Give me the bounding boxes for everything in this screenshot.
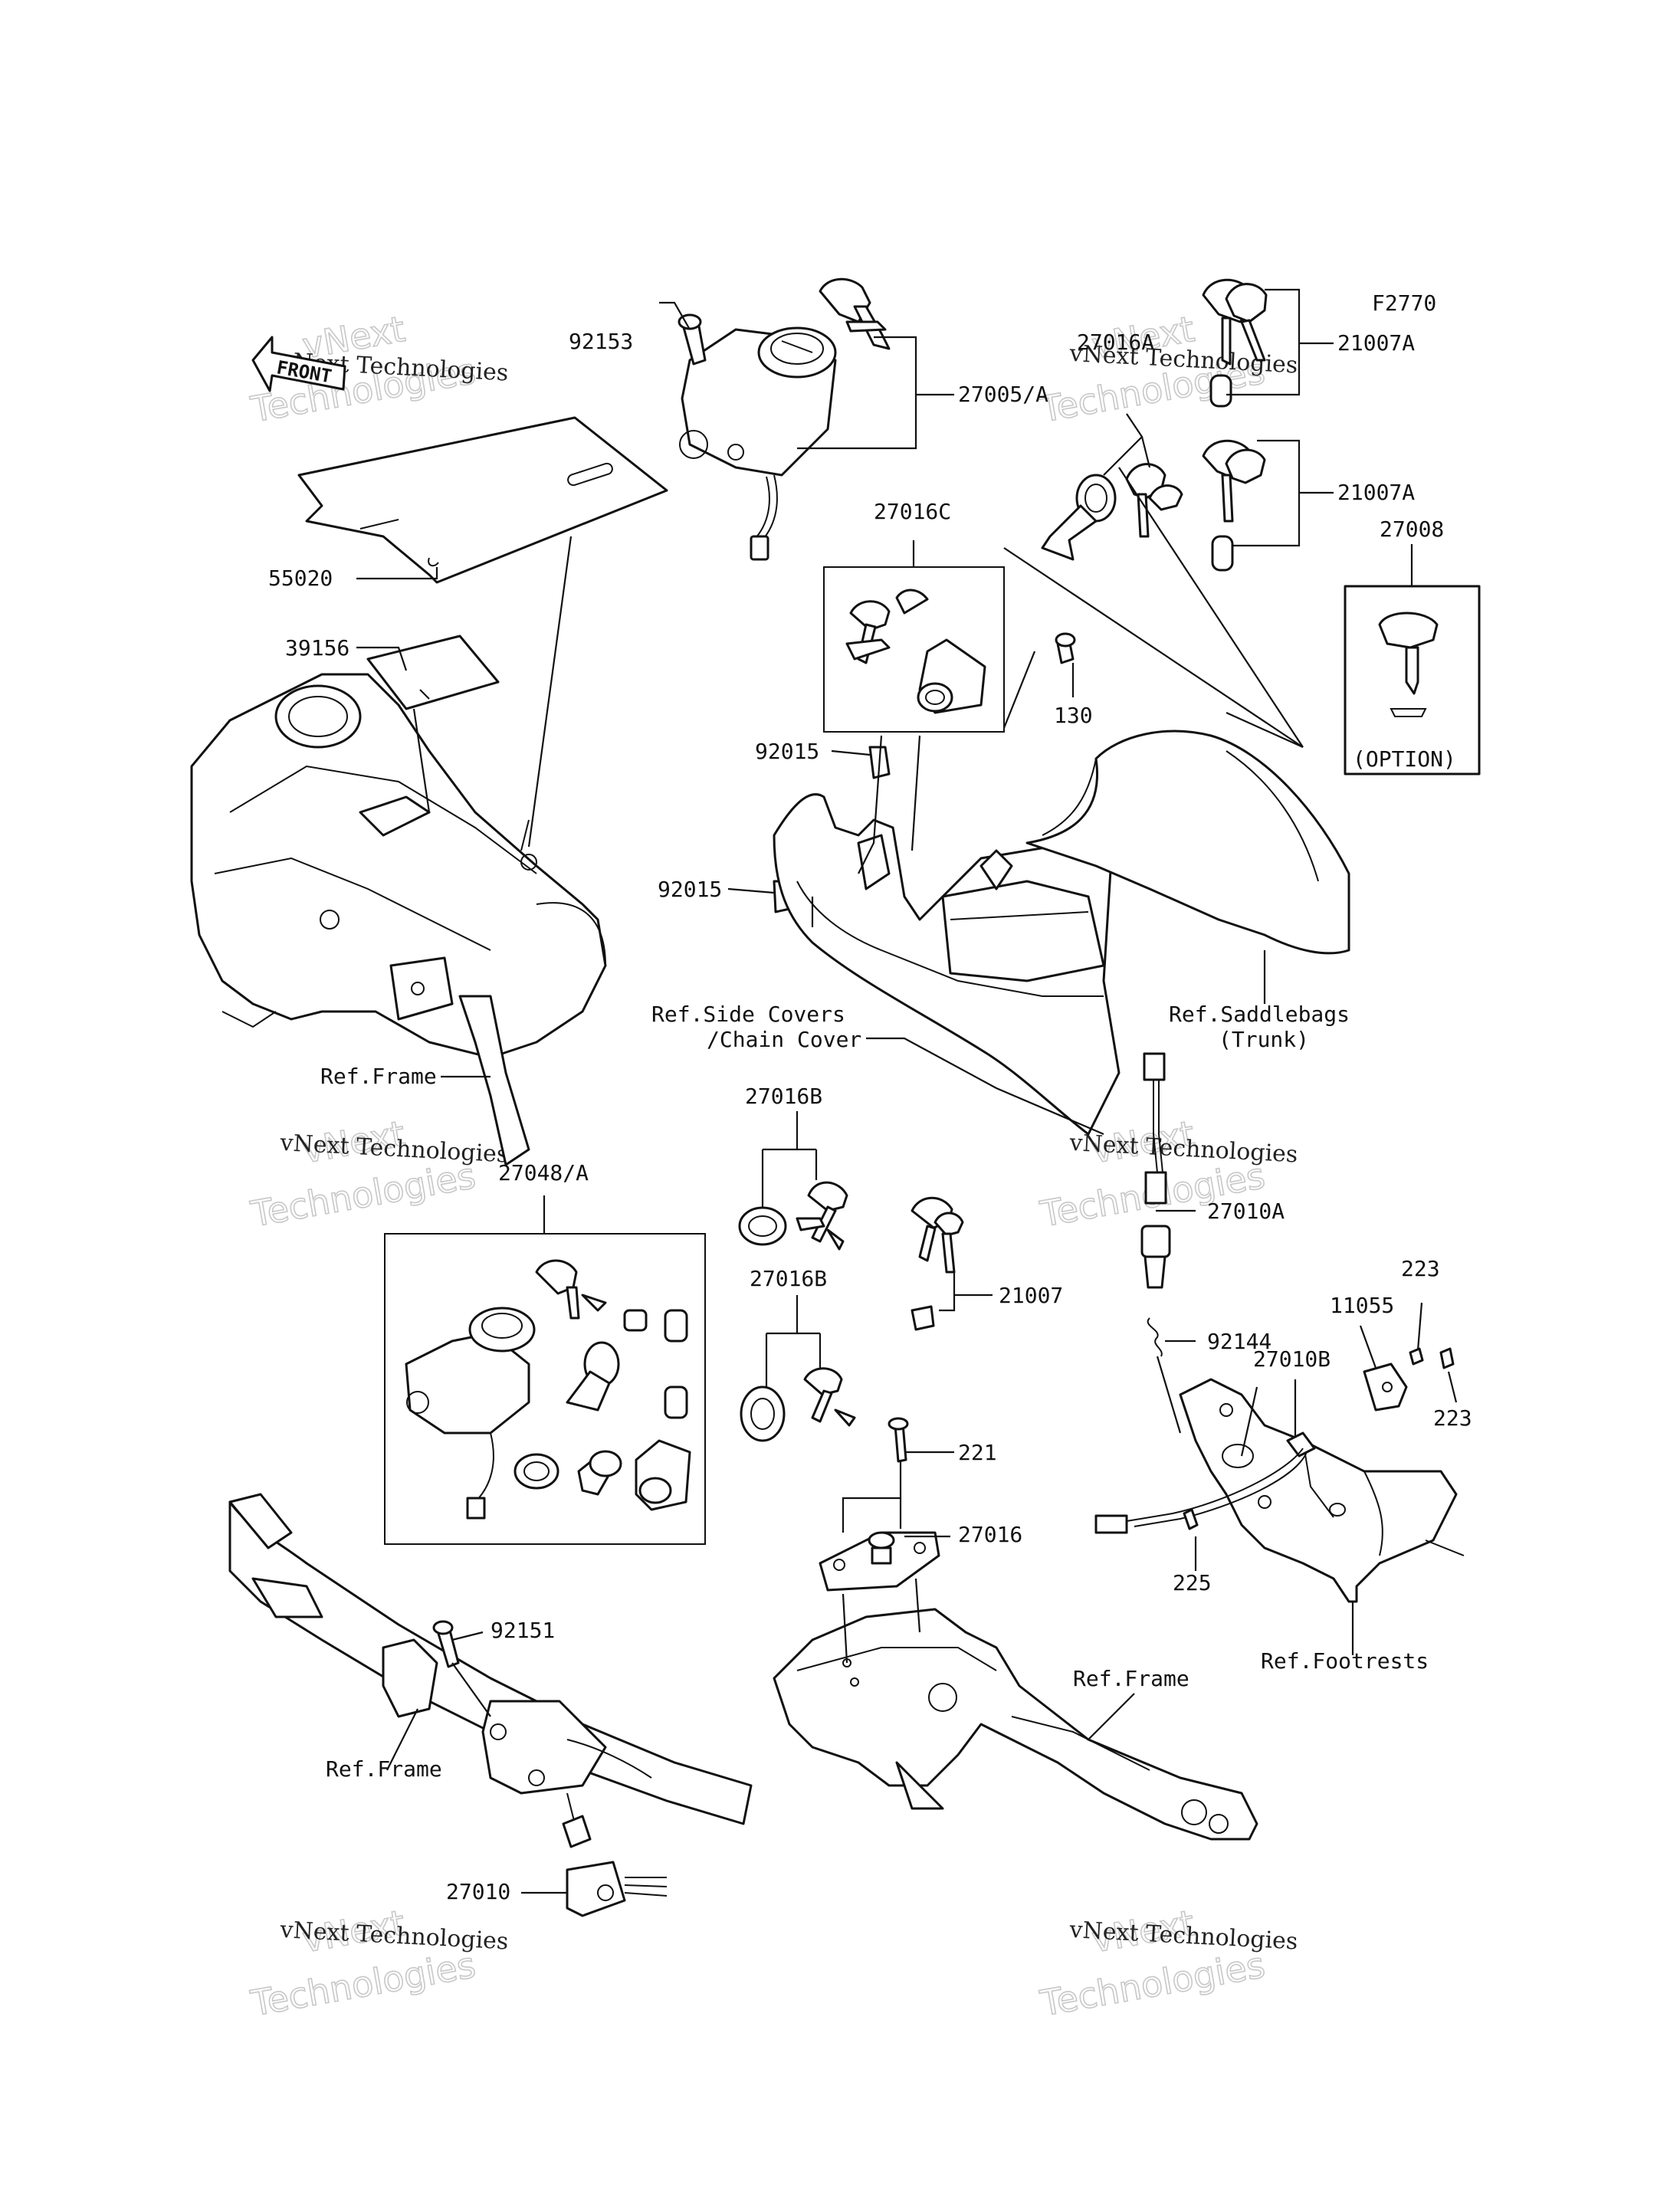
keys-21007 [911, 1196, 964, 1331]
watermark-mid-left: vNext Technologies [247, 1112, 479, 1235]
option-label: (OPTION) [1353, 746, 1456, 772]
label-55020: 55020 [268, 566, 333, 591]
label-21007A-upper: 21007A [1337, 330, 1415, 356]
label-ref-footrests: Ref.Footrests [1261, 1648, 1429, 1674]
option-key-27008: (OPTION) [1344, 585, 1481, 776]
label-ref-trunk: (Trunk) [1219, 1027, 1309, 1052]
rear-frame-center [773, 1608, 1258, 1841]
label-27016A: 27016A [1077, 330, 1154, 355]
bolt-92153 [678, 313, 707, 366]
label-27016B-lower: 27016B [750, 1266, 827, 1291]
label-ref-side-covers: Ref.Side Covers [651, 1002, 845, 1027]
footrest-bracket [1179, 1378, 1465, 1603]
watermark-bottom-left: vNext Technologies [247, 1901, 479, 2025]
label-92015-lower: 92015 [658, 877, 722, 902]
bolt-92151 [432, 1620, 460, 1668]
label-223-upper: 223 [1401, 1256, 1440, 1281]
lock-27016B-lower [740, 1367, 856, 1442]
label-27016: 27016 [958, 1522, 1022, 1547]
svg-text:Technologies: Technologies [248, 1944, 478, 2025]
label-27005A: 27005/A [958, 382, 1048, 407]
lock-27016B-upper [738, 1181, 848, 1251]
side-cover [773, 793, 1121, 1136]
label-92151: 92151 [491, 1618, 555, 1643]
bracket-11055 [1363, 1362, 1408, 1412]
bolt-223-lower [1439, 1347, 1455, 1369]
label-92015-upper: 92015 [755, 739, 819, 764]
screw-225 [1183, 1508, 1199, 1530]
label-ref-chain-cover: /Chain Cover [707, 1027, 861, 1052]
bracket-27016 [819, 1531, 940, 1592]
screw-221 [888, 1417, 909, 1463]
label-39156: 39156 [285, 635, 349, 661]
label-27048A: 27048/A [498, 1160, 589, 1185]
label-221: 221 [958, 1440, 997, 1465]
switch-27010 [562, 1792, 668, 1917]
key-27005 [819, 277, 891, 350]
label-92153: 92153 [569, 329, 633, 354]
svg-text:Technologies: Technologies [248, 1155, 478, 1235]
screw-130 [1055, 632, 1076, 664]
label-223-lower: 223 [1433, 1405, 1472, 1431]
bolt-223-upper [1409, 1347, 1424, 1366]
label-27010B: 27010B [1253, 1346, 1331, 1372]
label-92144: 92144 [1207, 1329, 1271, 1354]
spring-92144 [1147, 1317, 1163, 1357]
plate-55020 [297, 416, 668, 584]
rear-frame-lower-left [228, 1493, 753, 1825]
label-130: 130 [1054, 703, 1093, 728]
label-11055: 11055 [1330, 1293, 1394, 1318]
saddlebag-trunk [1025, 730, 1350, 955]
diagram-code: F2770 [1372, 290, 1436, 316]
keys-21007A-lower [1202, 439, 1266, 572]
label-ref-frame-upper: Ref.Frame [320, 1064, 437, 1089]
steering-head-frame [190, 673, 607, 1166]
svg-text:Technologies: Technologies [1037, 1944, 1268, 2025]
label-21007: 21007 [999, 1283, 1063, 1308]
label-21007A-lower: 21007A [1337, 480, 1415, 505]
switch-27010A [1140, 1052, 1171, 1289]
keys-21007A-upper [1202, 278, 1268, 408]
label-ref-frame-lower-left: Ref.Frame [326, 1756, 442, 1782]
leader-lines [356, 288, 1458, 1894]
watermark-bottom-right: vNext Technologies [1036, 1901, 1268, 2025]
label-27016C: 27016C [874, 499, 951, 524]
lock-box-27016C [823, 566, 1005, 733]
key-set-box-27048A [384, 1233, 706, 1545]
label-225: 225 [1173, 1570, 1212, 1595]
lock-27016A [1041, 463, 1183, 561]
label-ref-saddlebags: Ref.Saddlebags [1169, 1002, 1350, 1027]
label-27008: 27008 [1380, 516, 1444, 542]
ignition-switch-27005 [679, 326, 837, 561]
label-27010A: 27010A [1207, 1199, 1285, 1224]
label-27016B-upper: 27016B [745, 1084, 822, 1109]
label-27010: 27010 [446, 1879, 510, 1904]
label-ref-frame-right: Ref.Frame [1073, 1666, 1189, 1691]
